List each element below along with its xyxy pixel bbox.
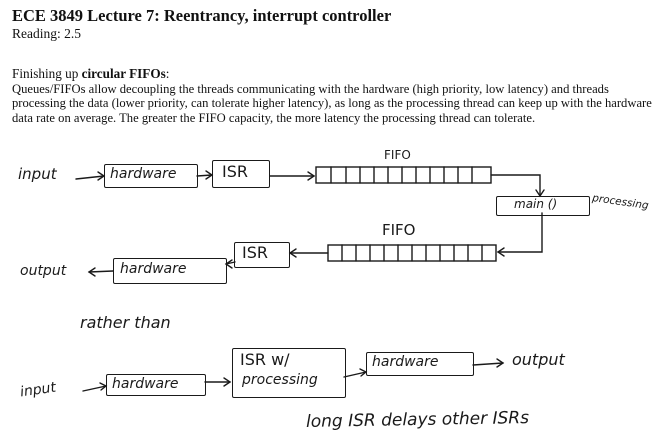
hardware-box-2 — [113, 258, 227, 284]
fifo-bottom-icon — [327, 244, 497, 262]
intro-prefix: Finishing up — [12, 66, 82, 81]
main-label: main () — [514, 197, 558, 211]
hardware-label-4: hardware — [372, 354, 439, 370]
output-label-1: output — [20, 263, 67, 279]
hardware-box-3 — [106, 374, 206, 396]
isr-label-2: ISR — [242, 243, 268, 262]
arrow-fifo-main — [490, 174, 541, 197]
main-box — [496, 196, 590, 216]
isr-processing-label: processing — [242, 372, 318, 388]
long-isr-note: long ISR delays other ISRs — [305, 408, 530, 432]
isr-box-2 — [234, 242, 290, 268]
hardware-label-2: hardware — [120, 261, 187, 277]
arrow-hw-output — [88, 270, 114, 273]
isr-label-1: ISR — [222, 162, 248, 181]
isr-w-label: ISR w/ — [240, 350, 290, 369]
hardware-box-1 — [104, 164, 198, 188]
isr-processing-box — [232, 348, 346, 398]
arrow-main-fifo — [497, 212, 543, 253]
rather-than-label: rather than — [80, 313, 171, 332]
fifo-label-1: FIFO — [384, 148, 411, 162]
fifo-top-icon — [315, 166, 492, 184]
hardware-box-4 — [366, 352, 474, 376]
intro-line: Finishing up circular FIFOs: — [12, 66, 169, 82]
lecture-title: ECE 3849 Lecture 7: Reentrancy, interrup… — [12, 6, 392, 25]
arrow-isrproc-hw — [343, 371, 367, 378]
output-label-2: output — [512, 350, 565, 369]
input-label-1: input — [18, 165, 57, 183]
arrow-hw-output-2 — [472, 362, 504, 366]
arrow-hw-isr — [196, 174, 213, 177]
fifo-paragraph: Queues/FIFOs allow decoupling the thread… — [12, 82, 652, 125]
hardware-label-1: hardware — [110, 166, 177, 182]
fifo-label-2: FIFO — [382, 221, 416, 239]
reading-line: Reading: 2.5 — [12, 26, 81, 41]
arrow-input-hw-2 — [82, 385, 107, 392]
isr-box-1 — [212, 160, 270, 188]
arrow-input-hw — [75, 175, 105, 180]
intro-suffix: : — [165, 66, 170, 81]
intro-bold: circular FIFOs — [81, 66, 166, 81]
hardware-label-3: hardware — [112, 376, 179, 392]
